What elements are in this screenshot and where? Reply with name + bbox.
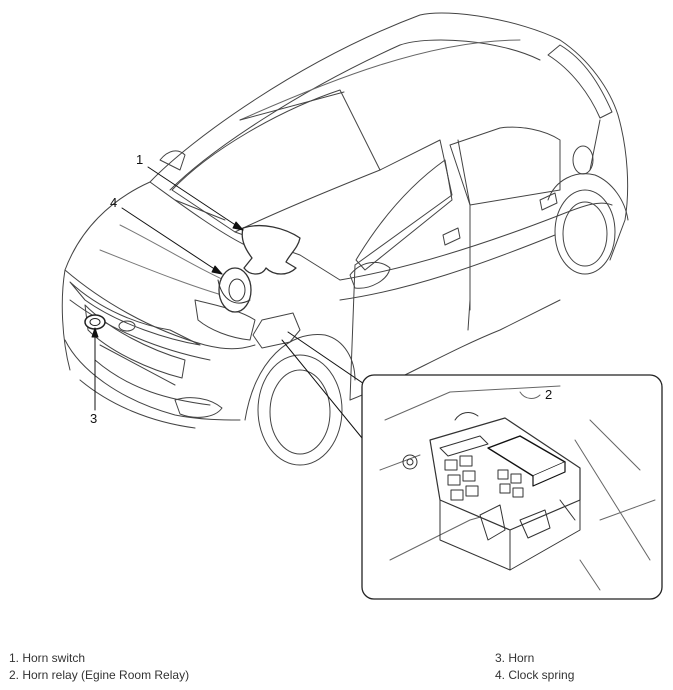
horn-switch-shape [241, 224, 301, 275]
callout-1: 1 [136, 152, 144, 167]
legend-item-1: 1. Horn switch [9, 651, 86, 665]
relay-box-outline [252, 312, 301, 349]
callout-4: 4 [110, 195, 118, 210]
callout-3: 3 [90, 411, 98, 426]
relay-box-detail-inset [361, 374, 663, 600]
legend-item-2: 2. Horn relay (Egine Room Relay) [9, 668, 190, 682]
legend-item-4: 4. Clock spring [495, 668, 575, 682]
legend-item-3: 3. Horn [495, 651, 535, 665]
horn-shape [84, 314, 106, 330]
vehicle-horn-diagram [61, 12, 663, 600]
clock-spring-shape [217, 267, 252, 313]
callout-2: 2 [545, 387, 553, 402]
